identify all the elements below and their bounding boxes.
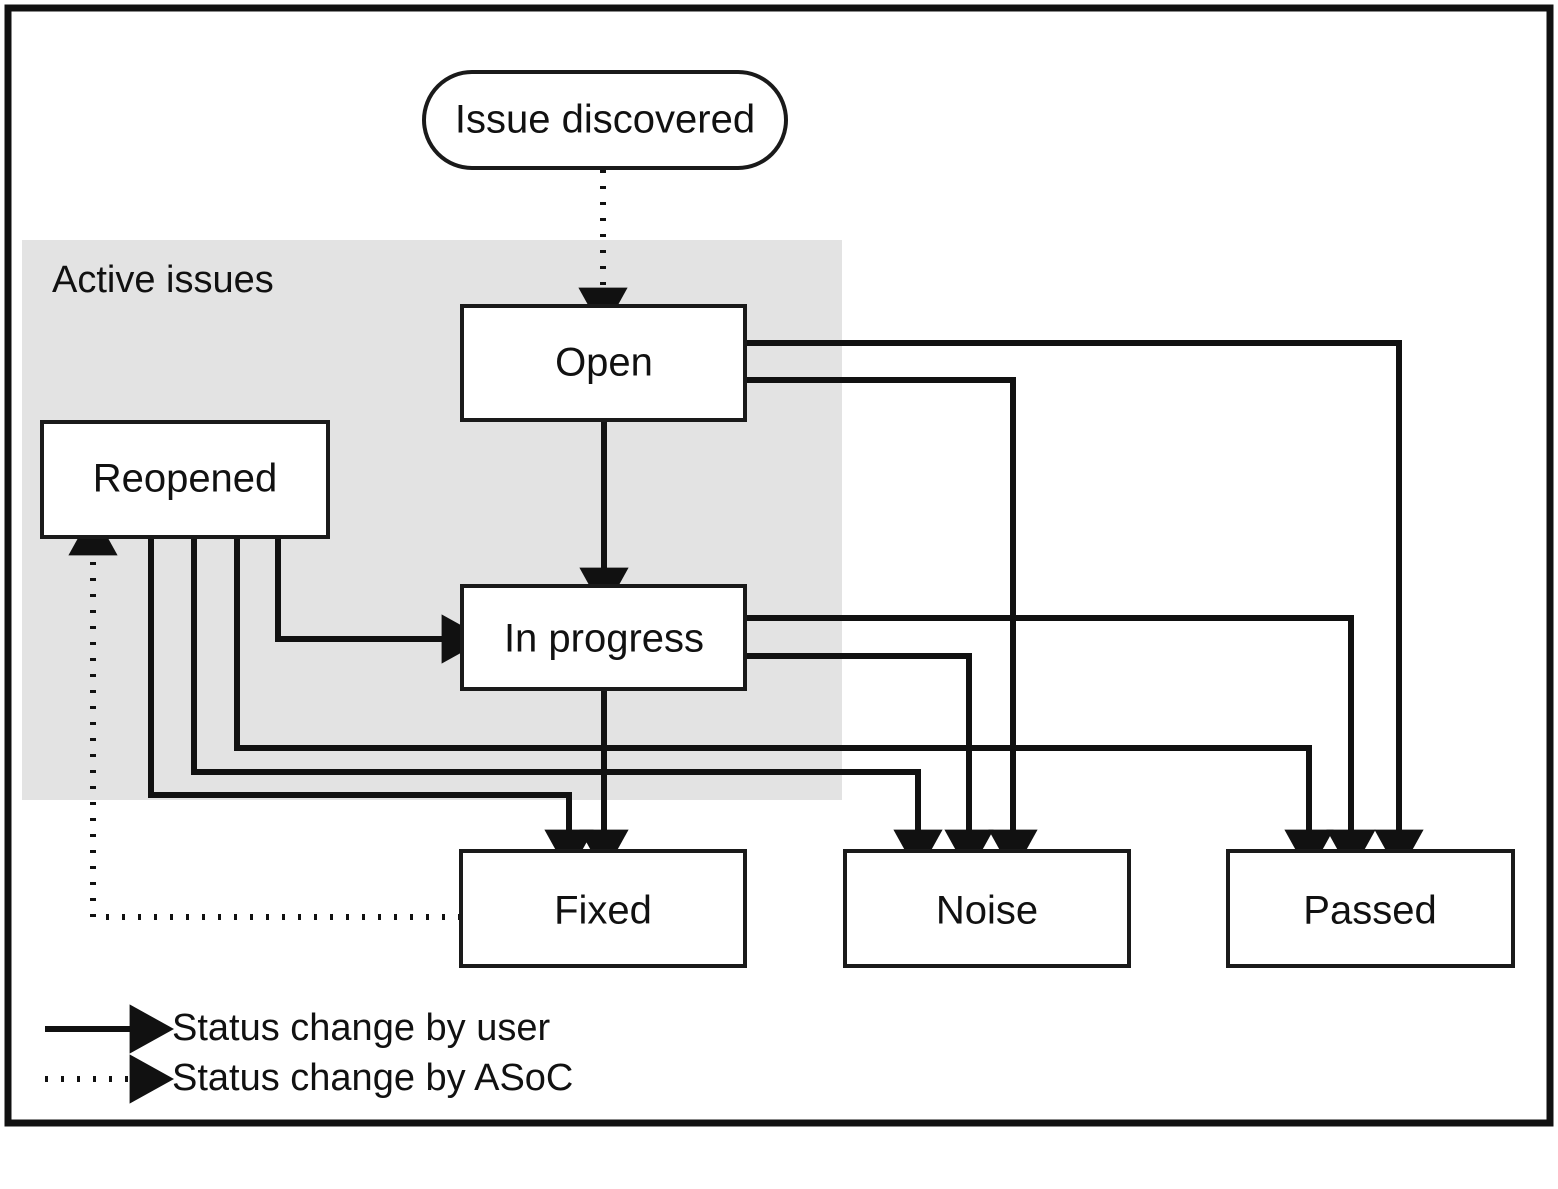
node-in-progress[interactable]: In progress xyxy=(460,584,747,691)
node-reopened-label: Reopened xyxy=(93,457,278,501)
edge-fixed-to-reopened xyxy=(68,510,461,920)
edge-in-progress-to-passed xyxy=(745,615,1376,875)
edge-open-to-passed xyxy=(745,340,1424,875)
node-in-progress-shape xyxy=(460,584,747,691)
node-noise[interactable]: Noise xyxy=(843,849,1131,968)
node-open-shape xyxy=(460,304,747,422)
edge-open-to-noise xyxy=(745,377,1038,875)
node-passed-shape xyxy=(1226,849,1515,968)
legend-asoc-label: Status change by ASoC xyxy=(172,1057,573,1099)
edge-in-progress-to-noise xyxy=(745,653,994,875)
active-issues-label: Active issues xyxy=(52,259,274,301)
node-open-label: Open xyxy=(555,341,653,385)
node-issue-discovered[interactable]: Issue discovered xyxy=(422,70,788,170)
edge-reopened-to-in-progress xyxy=(275,537,487,664)
edge-reopened-to-fixed xyxy=(148,537,594,875)
legend-item-user: Status change by user xyxy=(45,1004,550,1054)
node-reopened-shape xyxy=(40,420,330,539)
node-passed[interactable]: Passed xyxy=(1226,849,1515,968)
node-passed-label: Passed xyxy=(1303,889,1436,933)
node-fixed-label: Fixed xyxy=(554,889,652,933)
edge-reopened-to-passed xyxy=(234,537,1334,875)
legend-item-asoc: Status change by ASoC xyxy=(45,1054,573,1104)
legend-user-label: Status change by user xyxy=(172,1007,550,1049)
legend: Status change by user Status change by A… xyxy=(45,1004,573,1104)
edge-reopened-to-noise xyxy=(191,537,943,875)
node-fixed[interactable]: Fixed xyxy=(459,849,747,968)
node-issue-discovered-shape xyxy=(422,70,788,170)
node-in-progress-label: In progress xyxy=(504,617,704,661)
node-noise-shape xyxy=(843,849,1131,968)
node-issue-discovered-label: Issue discovered xyxy=(455,98,755,142)
node-reopened[interactable]: Reopened xyxy=(40,420,330,539)
node-open[interactable]: Open xyxy=(460,304,747,422)
outer-frame xyxy=(4,4,1554,1127)
node-fixed-shape xyxy=(459,849,747,968)
node-noise-label: Noise xyxy=(936,889,1038,933)
